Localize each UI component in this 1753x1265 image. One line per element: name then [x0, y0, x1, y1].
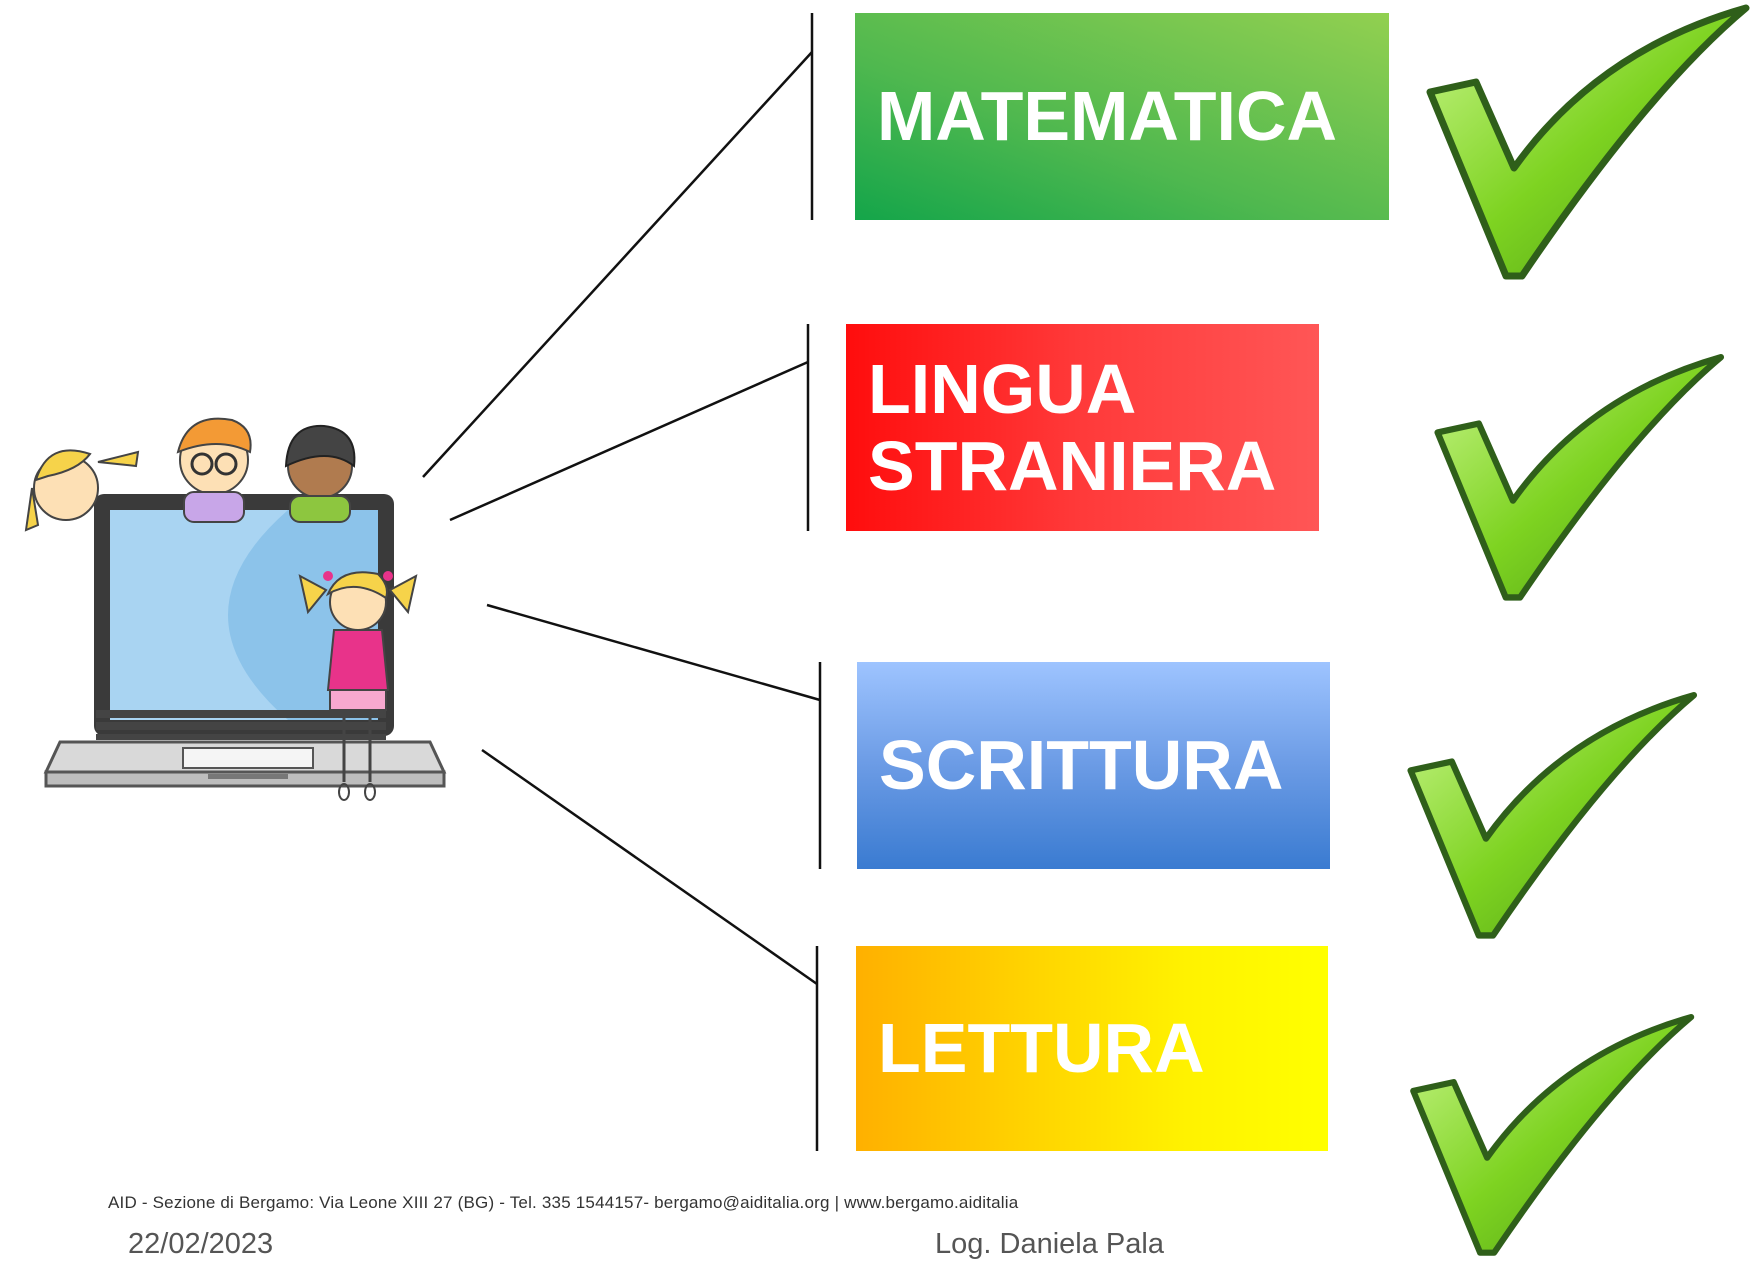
children-with-laptop-illustration: [24, 417, 447, 801]
footer-info: AID - Sezione di Bergamo: Via Leone XIII…: [108, 1193, 1019, 1212]
subject-box-writing: SCRITTURA: [857, 662, 1330, 869]
subject-box-reading: LETTURA: [856, 946, 1328, 1151]
connector-math: [422, 51, 813, 478]
check-mark-icon: [1410, 1013, 1695, 1256]
subject-box-language: LINGUA STRANIERA: [846, 324, 1319, 531]
check-mark-icon: [1434, 354, 1725, 601]
subject-label: SCRITTURA: [879, 726, 1284, 804]
connector-reading: [481, 748, 818, 986]
subject-label-line-1: LINGUA: [868, 349, 1137, 428]
connector-language: [449, 360, 809, 522]
subject-label: MATEMATICA: [877, 77, 1338, 155]
footer-date: 22/02/2023: [128, 1228, 274, 1260]
subject-box-math: MATEMATICA: [855, 13, 1389, 220]
subject-label-line-2: STRANIERA: [868, 426, 1277, 505]
subject-label: LETTURA: [878, 1009, 1205, 1087]
footer-author: Log. Daniela Pala: [935, 1228, 1164, 1260]
check-mark-icon: [1426, 4, 1750, 280]
connector-writing: [486, 603, 821, 702]
check-mark-icon: [1407, 692, 1698, 939]
